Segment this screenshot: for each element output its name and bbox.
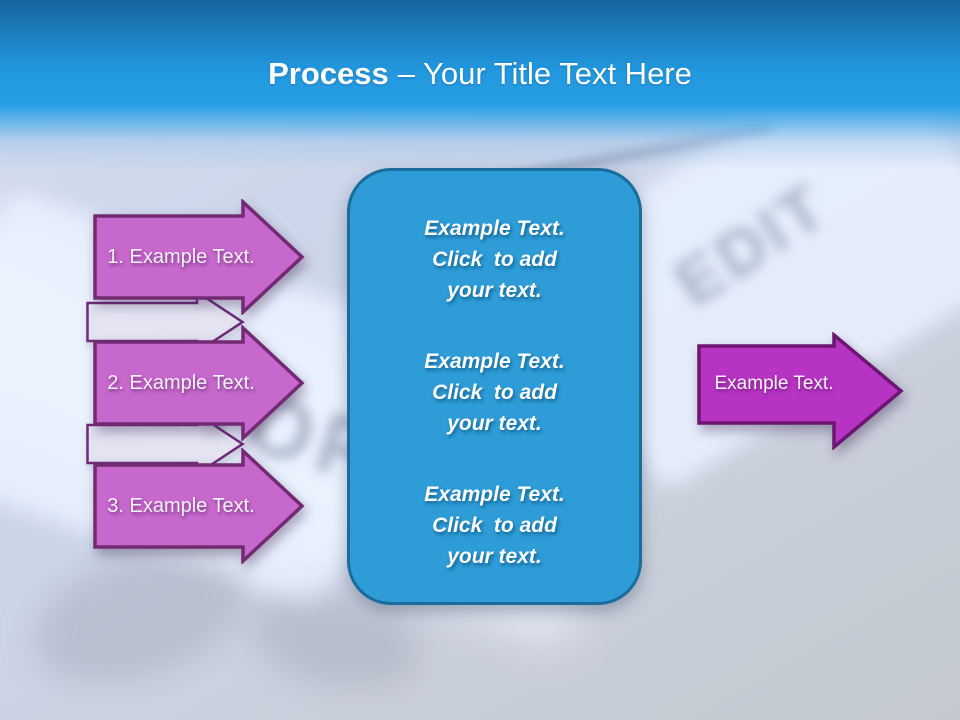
arrow-3-label: 3. Example Text. xyxy=(107,494,255,517)
slide-title-keyword: Process xyxy=(268,56,389,91)
slide-title-text: – Your Title Text Here xyxy=(397,56,692,91)
arrow-shape xyxy=(697,332,904,450)
center-paragraph-2: Example Text. Click to add your text. xyxy=(424,350,565,435)
result-arrow: Example Text. xyxy=(697,332,904,450)
arrow-1-label: 1. Example Text. xyxy=(107,245,255,268)
center-paragraph-1: Example Text. Click to add your text. xyxy=(424,217,565,302)
arrow-2-label: 2. Example Text. xyxy=(107,371,255,394)
center-paragraph-3: Example Text. Click to add your text. xyxy=(424,483,565,568)
arrow-shape xyxy=(93,325,305,441)
process-arrow-1: 1. Example Text. xyxy=(93,199,305,315)
result-arrow-label: Example Text. xyxy=(714,373,834,394)
arrow-shape xyxy=(93,448,305,564)
process-arrow-2: 2. Example Text. xyxy=(93,325,305,441)
process-arrow-3: 3. Example Text. xyxy=(93,448,305,564)
header-band xyxy=(0,0,960,170)
center-text-box: Example Text. Click to add your text. Ex… xyxy=(347,168,642,605)
arrow-shape xyxy=(93,199,305,315)
slide-title: Process– Your Title Text Here xyxy=(0,54,960,94)
